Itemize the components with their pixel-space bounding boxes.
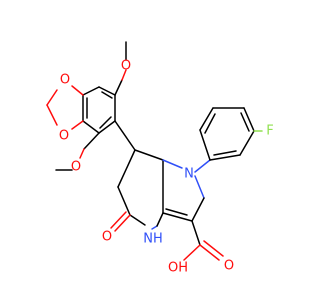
n-pyrrole-label: N (184, 167, 194, 182)
benzodioxole-ring (46, 85, 116, 134)
fluorophenyl-ring (194, 107, 263, 173)
f-atom-label: F (266, 124, 273, 139)
tetrahydropyridinone-ring (110, 120, 164, 232)
nh-lactam-label: NH (143, 232, 163, 247)
o-acid-label: O (224, 259, 234, 274)
o-ring-top-label: O (60, 73, 70, 88)
carboxylic-acid (183, 220, 224, 261)
pyrrole-ring (162, 159, 205, 222)
o-ring-bottom-label: O (59, 129, 69, 144)
structure-canvas: O O O O N F O NH OH O (46, 41, 274, 276)
o-methoxy-bottom-label: O (71, 160, 81, 175)
oh-acid-label: OH (168, 261, 188, 276)
chemical-structure: O O O O N F O NH OH O (46, 41, 274, 276)
o-methoxy-top-label: O (121, 59, 131, 74)
methoxy-groups (55, 41, 127, 171)
o-lactam-label: O (102, 230, 112, 245)
